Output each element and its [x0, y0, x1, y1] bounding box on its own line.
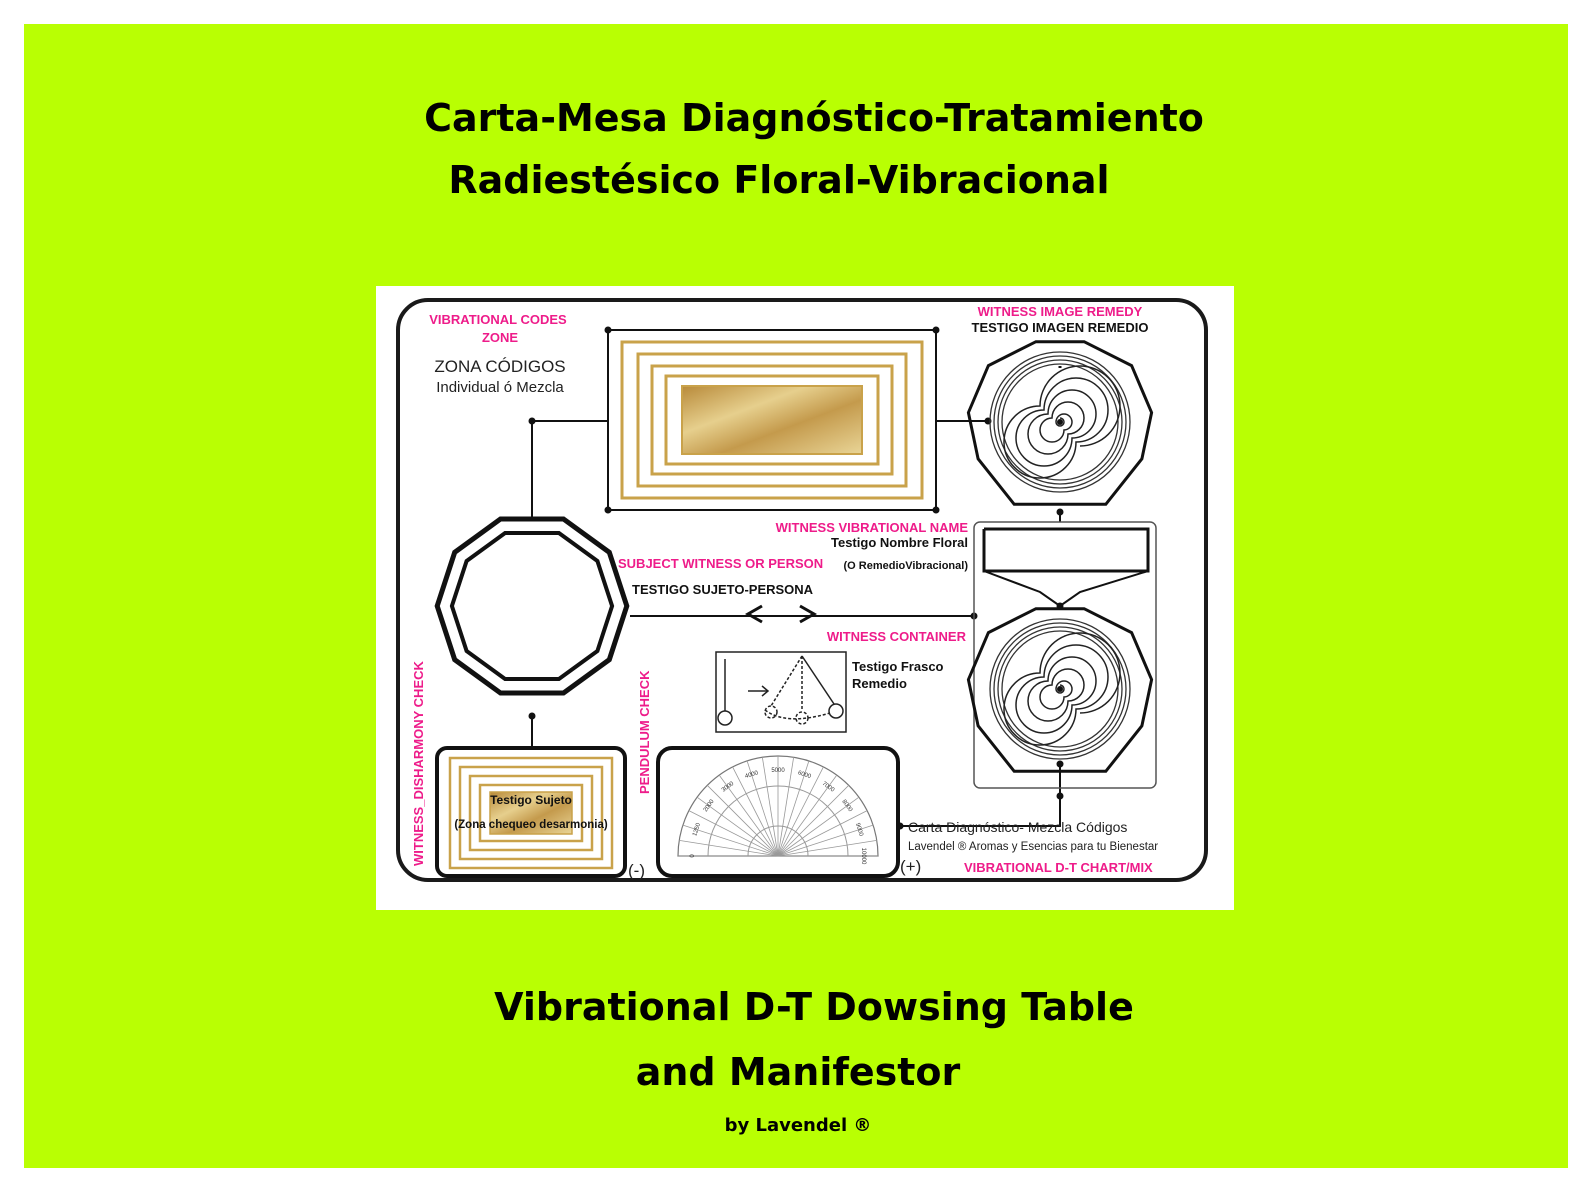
- codes-zone-en-2: ZONE: [482, 330, 518, 345]
- protractor-ray: [777, 839, 877, 857]
- protractor-scale-label: 2000: [703, 798, 716, 813]
- protractor-ray: [696, 796, 779, 857]
- protractor-ray: [761, 757, 779, 857]
- protractor-ray: [707, 785, 779, 857]
- image-remedy-en: WITNESS IMAGE REMEDY: [978, 304, 1143, 319]
- node-dot: [1056, 760, 1064, 768]
- witness-container-frame: [973, 521, 1157, 789]
- codes-zone-en-1: VIBRATIONAL CODES: [429, 312, 567, 327]
- subject-decagon: [434, 516, 630, 696]
- disharmony-check-box: [435, 746, 627, 878]
- image-remedy-es: TESTIGO IMAGEN REMEDIO: [972, 320, 1149, 335]
- protractor-scale-label: 4000: [744, 770, 759, 780]
- codes-zone-es-1: ZONA CÓDIGOS: [434, 357, 565, 376]
- codes-zone-box: [604, 326, 940, 514]
- footer-title-line1: Vibrational D-T Dowsing Table: [494, 985, 1134, 1029]
- node-dot: [528, 417, 536, 425]
- footer-title-line2: and Manifestor: [635, 1050, 961, 1094]
- bottle-label-1: Testigo Frasco: [852, 659, 944, 674]
- node-dot: [528, 712, 536, 720]
- plus-sign: (+): [900, 857, 921, 876]
- disharmony-check-label: WITNESS_DISHARMONY CHECK: [411, 660, 426, 866]
- subject-witness-es: TESTIGO SUJETO-PERSONA: [632, 582, 814, 597]
- protractor-ray: [688, 810, 779, 857]
- vib-name-note: (O RemedioVibracional): [844, 560, 969, 572]
- protractor-scale-label: 9000: [854, 822, 864, 837]
- protractor-ray: [732, 766, 779, 857]
- protractor-ray: [718, 774, 779, 857]
- protractor-scale-label: 7000: [821, 781, 836, 794]
- protractor-scale-label: 3000: [721, 780, 736, 793]
- container-spiral: [966, 607, 1154, 773]
- pendulum-illustration: [715, 651, 847, 733]
- subject-box-label-1: Testigo Sujeto: [490, 793, 572, 807]
- protractor-ray: [777, 785, 849, 857]
- header-title-line2: Radiestésico Floral-Vibracional: [448, 158, 1110, 202]
- vib-name-es: Testigo Nombre Floral: [831, 535, 968, 550]
- node-dot: [1056, 508, 1064, 516]
- vib-name-en: WITNESS VIBRATIONAL NAME: [776, 520, 969, 535]
- witness-container-en: WITNESS CONTAINER: [827, 629, 967, 644]
- subject-box-label-2: (Zona chequeo desarmonia): [454, 819, 608, 831]
- protractor-scale-label: 0: [690, 854, 696, 858]
- protractor-ray: [777, 810, 868, 857]
- protractor-ray: [777, 774, 838, 857]
- mix-subtitle: Lavendel ® Aromas y Esencias para tu Bie…: [908, 841, 1158, 853]
- double-arrow-icon: [744, 604, 818, 624]
- mix-title: Carta Diagnóstico- Mezcla Códigos: [908, 819, 1127, 835]
- protractor-ray: [777, 760, 810, 857]
- image-remedy-spiral: [966, 340, 1154, 506]
- protractor-scale-label: 5000: [771, 768, 785, 774]
- vibrational-name-box: [982, 527, 1150, 608]
- protractor-ray: [746, 760, 779, 857]
- protractor-scale-label: 8000: [840, 799, 853, 814]
- protractor-ray: [682, 824, 779, 857]
- connector-lines: [531, 420, 1061, 827]
- protractor-rays: [678, 756, 878, 857]
- mix-en: VIBRATIONAL D-T CHART/MIX: [964, 860, 1153, 875]
- protractor-scale-label: 6000: [797, 770, 812, 780]
- protractor-ray: [777, 766, 824, 857]
- codes-zone-es-2: Individual ó Mezcla: [436, 379, 564, 396]
- protractor-ray: [777, 824, 874, 857]
- node-dot: [1056, 792, 1064, 800]
- protractor-ray: [679, 839, 779, 857]
- outer-frame: [396, 298, 1208, 882]
- protractor-scale-label: 10000: [860, 848, 866, 865]
- bottle-label-2: Remedio: [852, 676, 907, 691]
- footer-credit: by Lavendel ®: [724, 1115, 872, 1136]
- protractor-ray: [777, 796, 860, 857]
- subject-witness-en: SUBJECT WITNESS OR PERSON: [618, 556, 823, 571]
- protractor-ray: [777, 757, 795, 857]
- pendulum-check-label: PENDULUM CHECK: [637, 670, 652, 794]
- minus-sign: (-): [628, 861, 645, 880]
- protractor-scale-label: 1250: [692, 822, 702, 837]
- header-title-line1: Carta-Mesa Diagnóstico-Tratamiento: [424, 96, 1204, 140]
